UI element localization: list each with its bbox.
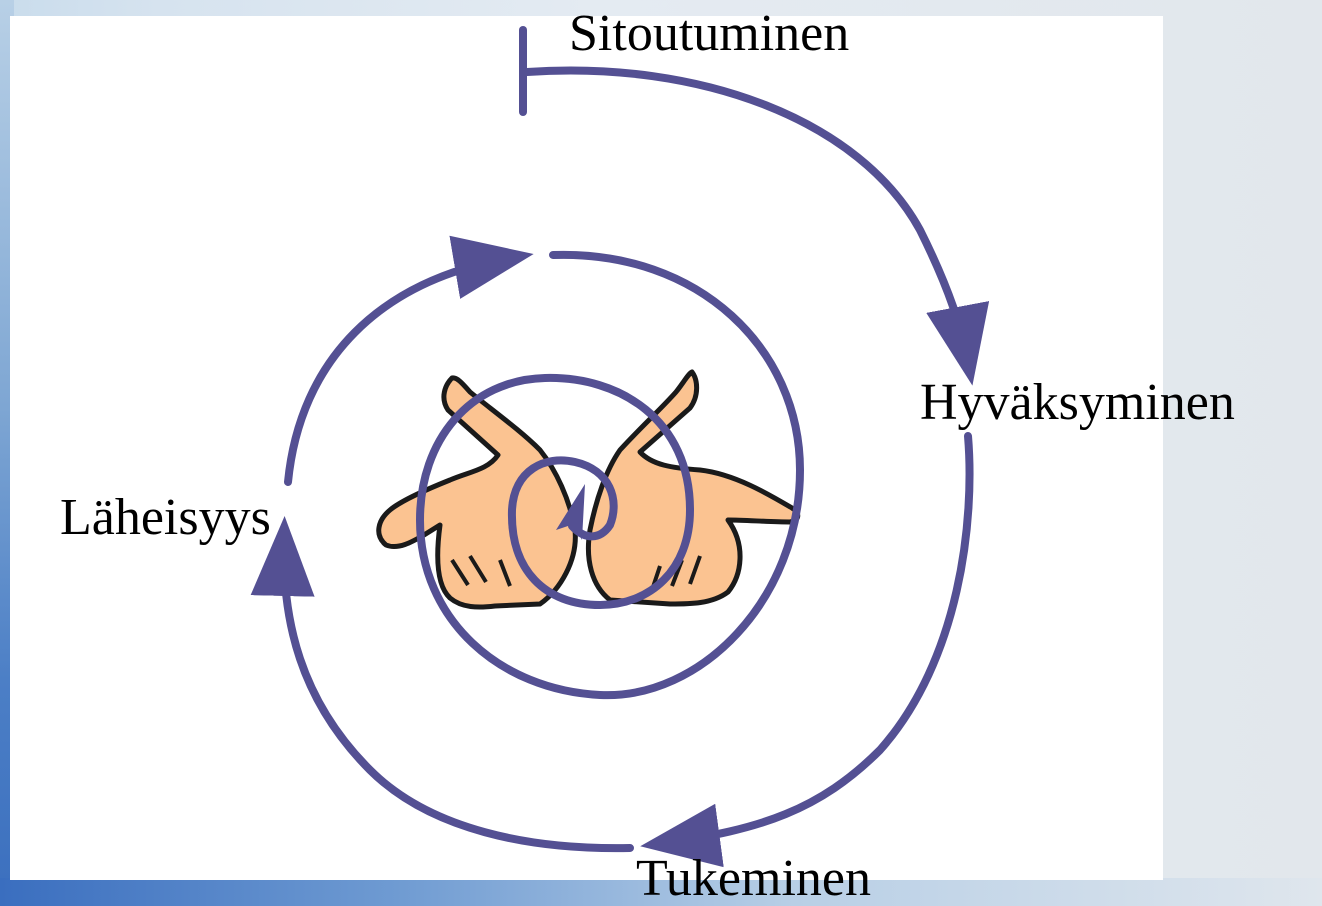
label-laheisyys: Läheisyys [60, 492, 271, 544]
spiral-arrows [284, 30, 970, 848]
label-sitoutuminen: Sitoutuminen [569, 8, 849, 60]
label-tukeminen: Tukeminen [636, 853, 871, 905]
spiral-segment-right [527, 70, 968, 362]
open-hands-icon [379, 372, 798, 607]
label-hyvaksyminen: Hyväksyminen [920, 377, 1235, 429]
spiral-segment-top-inner [288, 258, 510, 482]
